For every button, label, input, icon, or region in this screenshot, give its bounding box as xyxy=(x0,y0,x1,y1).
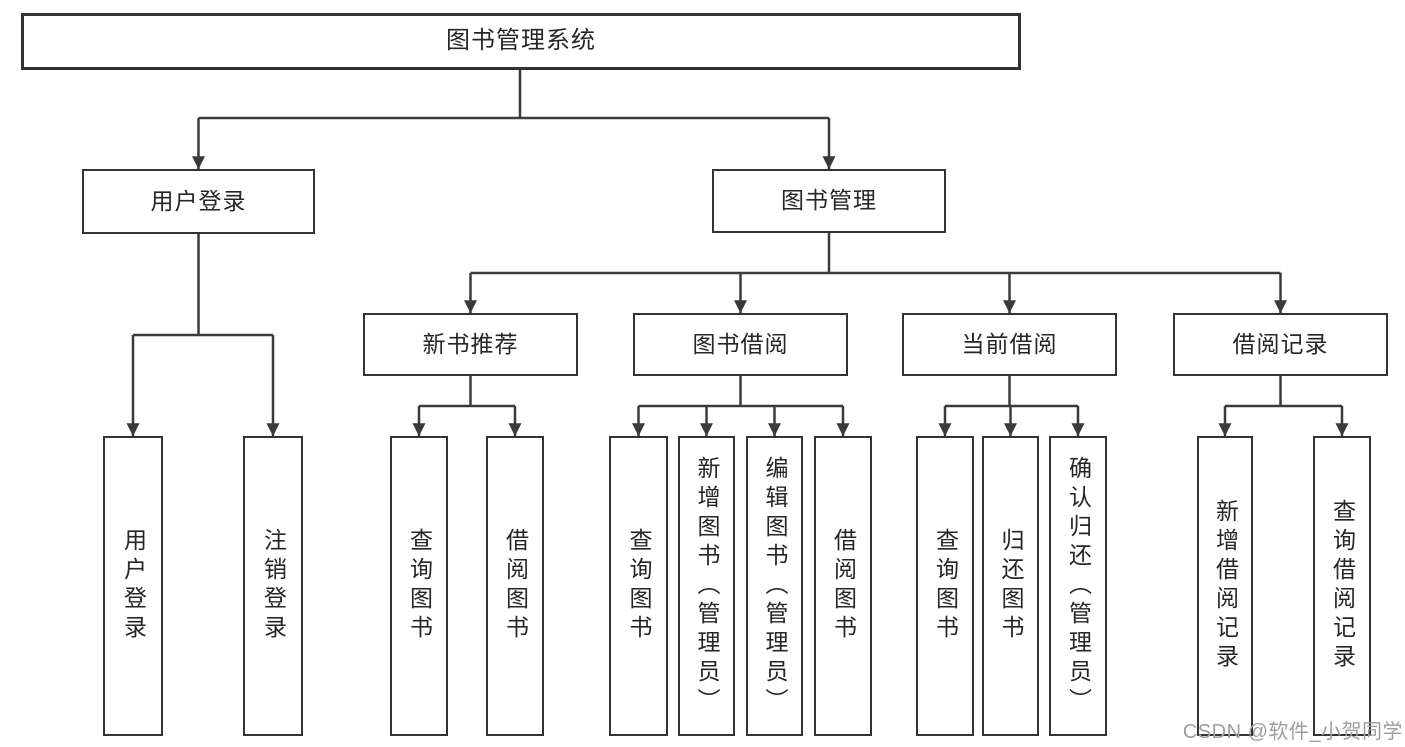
node-borrowing-records: 借阅记录 xyxy=(1173,313,1388,376)
leaf-cb-confirm-return-admin: 确认归还（管理员） xyxy=(1049,436,1107,736)
leaf-cb-return-books-label: 归还图书 xyxy=(998,528,1024,644)
leaf-br-add-record: 新增借阅记录 xyxy=(1197,436,1253,736)
node-book-borrowing-label: 图书借阅 xyxy=(692,330,789,357)
leaf-bb-add-books-admin-label: 新增图书（管理员） xyxy=(694,455,720,717)
leaf-nbr-borrow-books-label: 借阅图书 xyxy=(502,528,529,644)
node-root: 图书管理系统 xyxy=(21,13,1021,70)
leaf-cb-return-books: 归还图书 xyxy=(982,436,1039,736)
node-book-borrowing: 图书借阅 xyxy=(633,313,848,376)
leaf-bb-borrow-books-label: 借阅图书 xyxy=(830,528,857,644)
node-current-borrowing-label: 当前借阅 xyxy=(961,330,1058,357)
node-new-book-recommend: 新书推荐 xyxy=(363,313,578,376)
node-current-borrowing: 当前借阅 xyxy=(902,313,1117,376)
leaf-cb-query-books-label: 查询图书 xyxy=(932,528,959,644)
leaf-logout: 注销登录 xyxy=(243,436,303,736)
leaf-br-add-record-label: 新增借阅记录 xyxy=(1212,499,1239,673)
leaf-user-login-label: 用户登录 xyxy=(120,528,147,644)
leaf-nbr-query-books: 查询图书 xyxy=(390,436,448,736)
leaf-bb-borrow-books: 借阅图书 xyxy=(814,436,872,736)
leaf-cb-query-books: 查询图书 xyxy=(916,436,974,736)
leaf-bb-edit-books-admin-label: 编辑图书（管理员） xyxy=(762,455,788,717)
leaf-nbr-query-books-label: 查询图书 xyxy=(406,528,433,644)
node-user-login-label: 用户登录 xyxy=(150,187,247,214)
leaf-bb-query-books: 查询图书 xyxy=(609,436,668,736)
leaf-user-login: 用户登录 xyxy=(103,436,163,736)
leaf-nbr-borrow-books: 借阅图书 xyxy=(486,436,544,736)
node-borrowing-records-label: 借阅记录 xyxy=(1232,330,1329,357)
leaf-logout-label: 注销登录 xyxy=(260,528,287,644)
leaf-br-query-record-label: 查询借阅记录 xyxy=(1329,499,1356,673)
watermark: CSDN @软件_小贺同学 xyxy=(1182,721,1403,743)
node-user-login: 用户登录 xyxy=(82,169,315,234)
node-book-management: 图书管理 xyxy=(712,169,946,233)
node-root-label: 图书管理系统 xyxy=(446,27,596,55)
leaf-bb-edit-books-admin: 编辑图书（管理员） xyxy=(746,436,803,736)
node-new-book-recommend-label: 新书推荐 xyxy=(422,330,519,357)
leaf-bb-add-books-admin: 新增图书（管理员） xyxy=(678,436,735,736)
leaf-bb-query-books-label: 查询图书 xyxy=(626,528,652,644)
leaf-br-query-record: 查询借阅记录 xyxy=(1313,436,1371,736)
node-book-management-label: 图书管理 xyxy=(781,187,877,214)
leaf-cb-confirm-return-admin-label: 确认归还（管理员） xyxy=(1065,455,1092,717)
